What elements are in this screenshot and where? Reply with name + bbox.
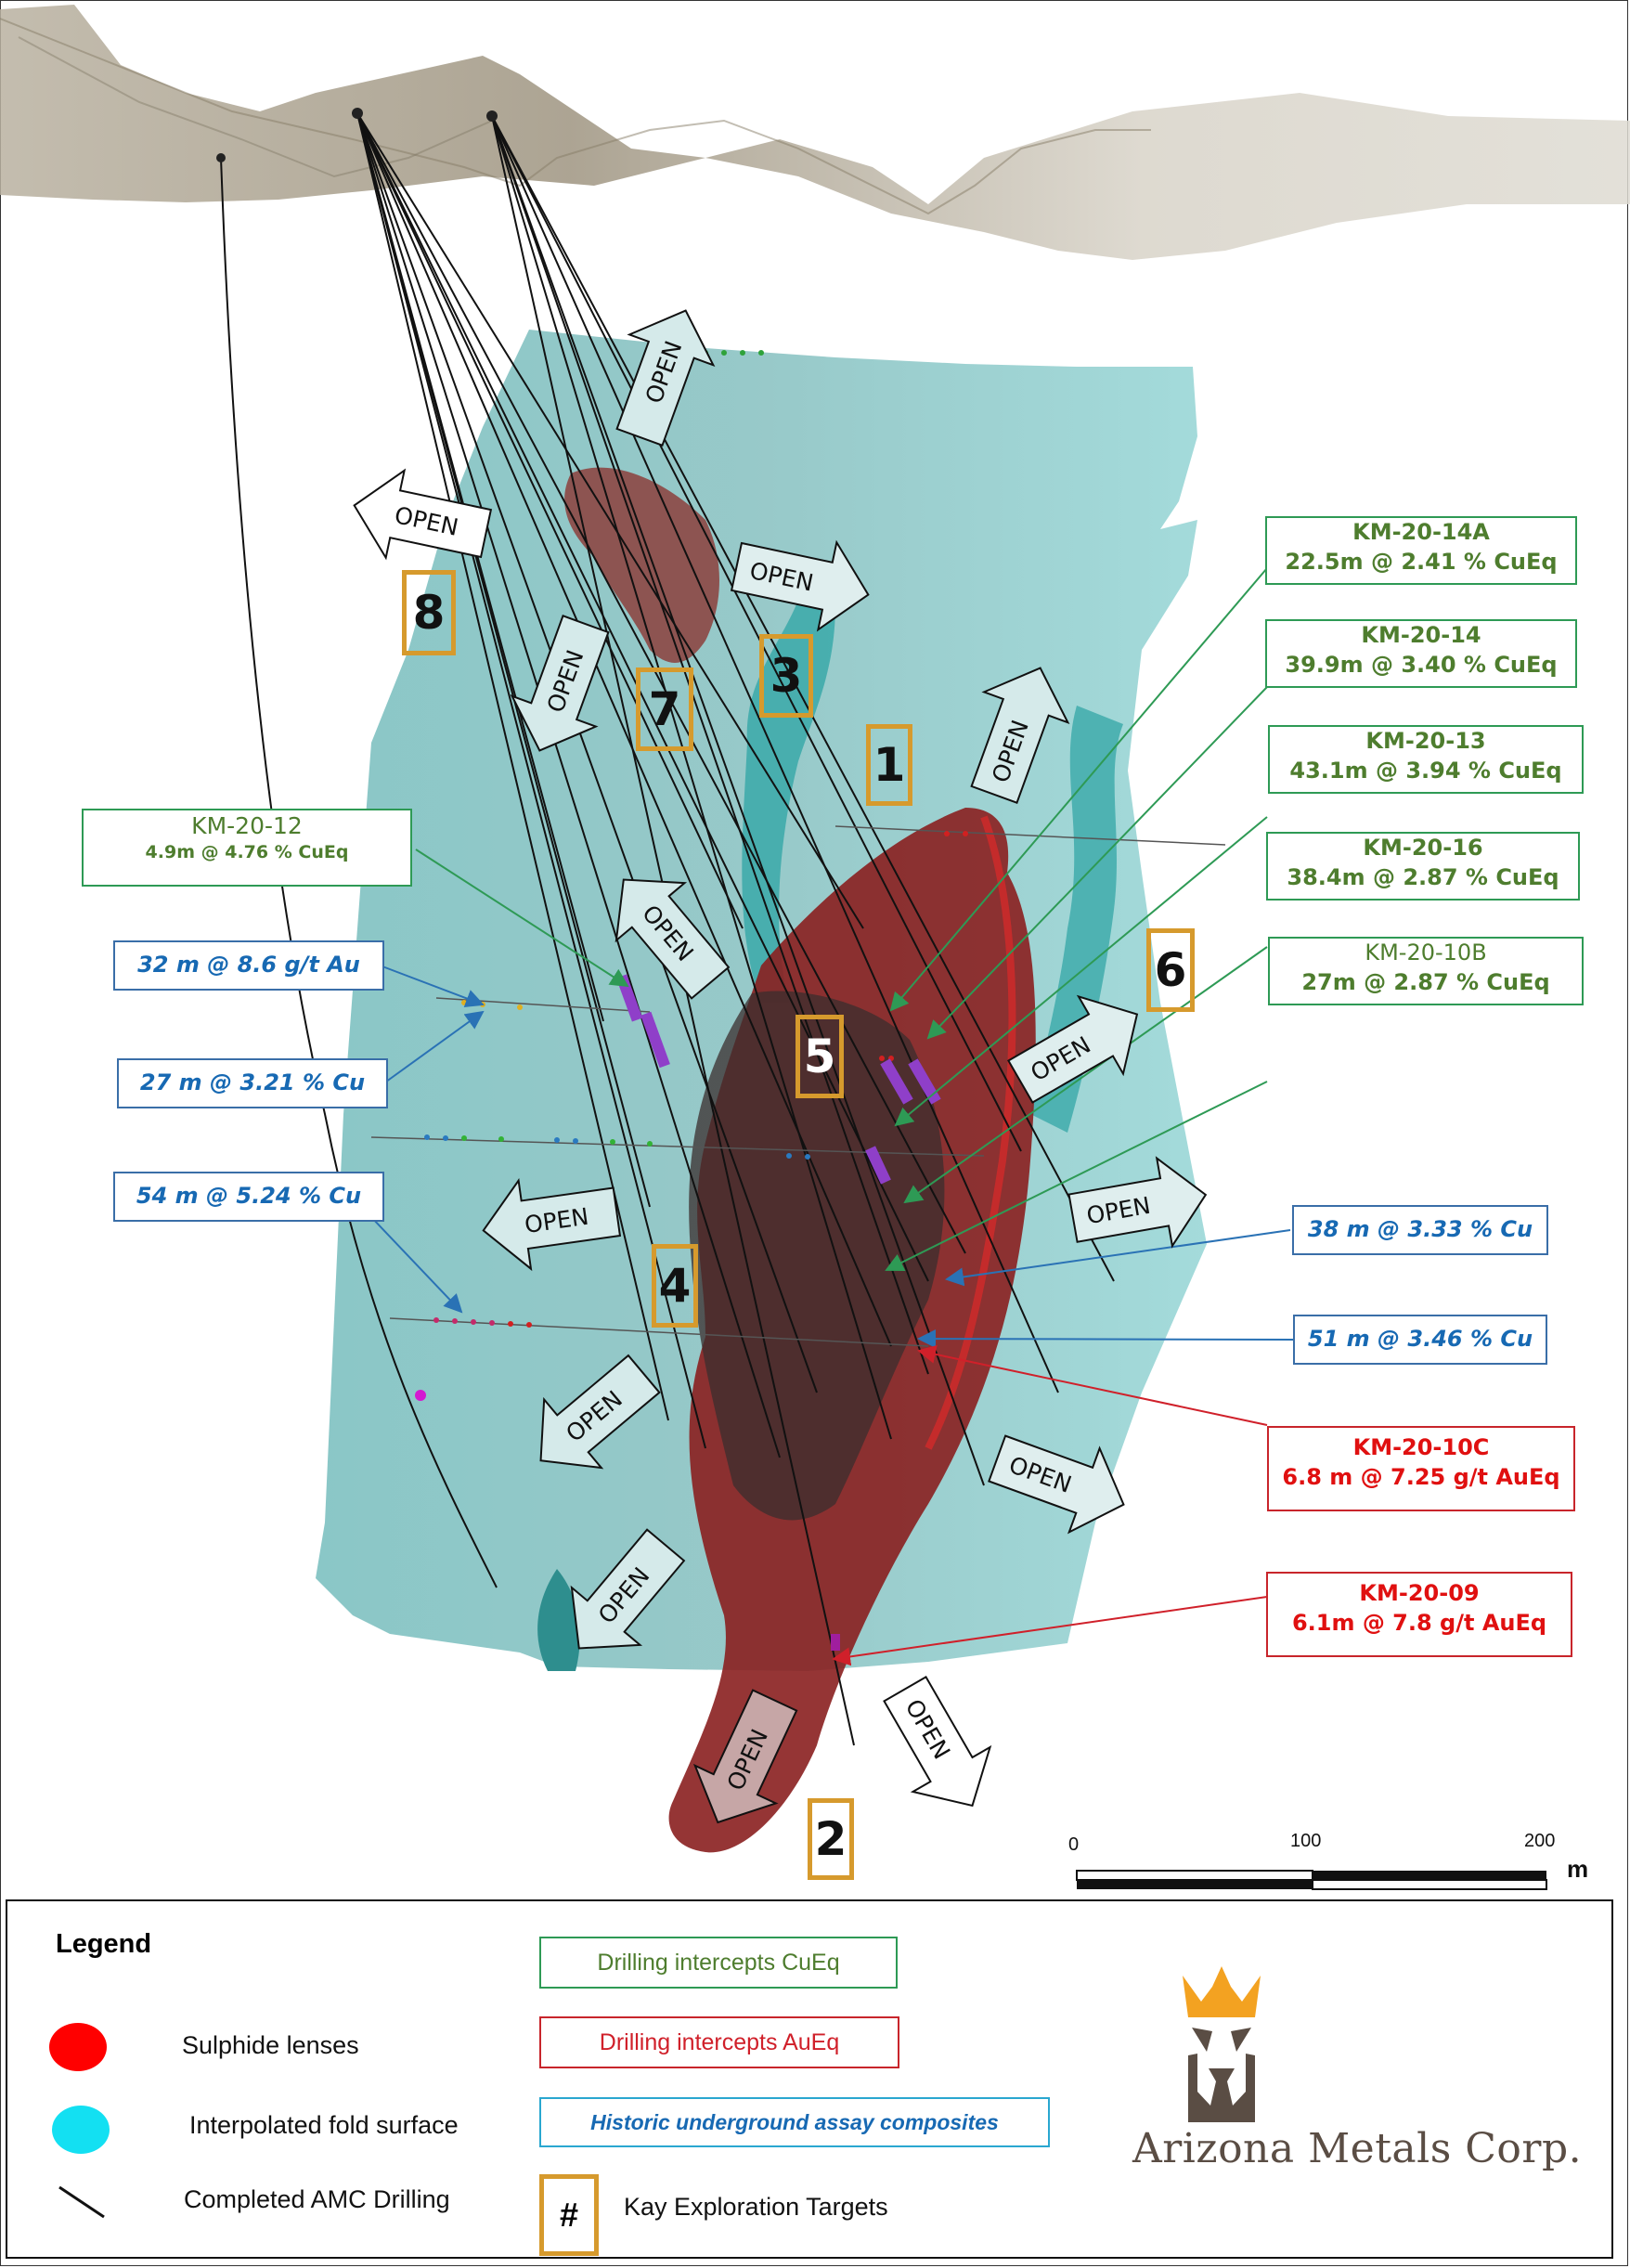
scale-tick-0: 0 bbox=[1068, 1834, 1080, 1855]
legend-fold-label: Interpolated fold surface bbox=[189, 2111, 459, 2139]
target-2: 2 bbox=[808, 1798, 854, 1880]
sulphide-lens-dark bbox=[689, 991, 945, 1521]
sulphide-lens-edge bbox=[925, 815, 1016, 1450]
legend-title: Legend bbox=[56, 1929, 152, 1959]
hole-id: KM-20-14 bbox=[1361, 622, 1481, 648]
intercept: 4.9m @ 4.76 % CuEq bbox=[145, 842, 349, 862]
open-arrow-right-3: OPEN bbox=[730, 539, 870, 632]
callout-km-20-12: KM-20-12 4.9m @ 4.76 % CuEq bbox=[82, 809, 412, 887]
intercept: 39.9m @ 3.40 % CuEq bbox=[1285, 651, 1558, 678]
legend: Legend Sulphide lenses Interpolated fold… bbox=[6, 1899, 1613, 2259]
intercept: 6.1m @ 7.8 g/t AuEq bbox=[1291, 1609, 1547, 1636]
open-arrow-right-2: OPEN bbox=[988, 1434, 1125, 1535]
target-8: 8 bbox=[402, 570, 456, 655]
legend-targets-label: Kay Exploration Targets bbox=[624, 2193, 888, 2221]
scale-bar bbox=[1076, 1870, 1547, 1890]
hole-id: KM-20-16 bbox=[1363, 835, 1483, 861]
callout-km-20-16: KM-20-16 38.4m @ 2.87 % CuEq bbox=[1266, 832, 1580, 901]
open-arrow-left-8: OPEN bbox=[353, 468, 493, 561]
open-arrow-downleft-lower: OPEN bbox=[570, 1528, 686, 1650]
callout-km-20-13: KM-20-13 43.1m @ 3.94 % CuEq bbox=[1268, 725, 1584, 794]
topography-surface bbox=[0, 5, 1630, 260]
target-4: 4 bbox=[652, 1244, 698, 1328]
legend-historic-box: Historic underground assay composites bbox=[539, 2097, 1050, 2147]
sulphide-swatch-icon bbox=[49, 2023, 107, 2071]
scale-tick-200: 200 bbox=[1524, 1831, 1556, 1851]
callout-km-20-14a: KM-20-14A 22.5m @ 2.41 % CuEq bbox=[1265, 516, 1577, 585]
target-7: 7 bbox=[636, 667, 693, 751]
intercept: 38.4m @ 2.87 % CuEq bbox=[1287, 863, 1559, 890]
callout-historic-27m: 27 m @ 3.21 % Cu bbox=[117, 1058, 388, 1108]
open-arrow-up-1: OPEN bbox=[970, 667, 1070, 804]
open-arrow-down-7: OPEN bbox=[510, 615, 610, 752]
legend-sulphide-label: Sulphide lenses bbox=[182, 2031, 359, 2059]
open-arrow-down-right: OPEN bbox=[883, 1676, 992, 1808]
section-view: OPEN OPEN OPEN OPEN OPEN OPEN OPEN OPEN bbox=[0, 5, 1630, 1890]
drill-collars bbox=[216, 108, 498, 162]
sulphide-lens-upper bbox=[564, 467, 719, 663]
callout-historic-51m: 51 m @ 3.46 % Cu bbox=[1293, 1315, 1547, 1365]
legend-target-symbol: # bbox=[539, 2174, 599, 2256]
hole-id: KM-20-09 bbox=[1359, 1580, 1480, 1606]
open-arrow-down-lens: OPEN bbox=[692, 1689, 798, 1824]
open-arrow-right-lower: OPEN bbox=[1067, 1156, 1208, 1249]
callout-historic-32m: 32 m @ 8.6 g/t Au bbox=[113, 940, 384, 991]
callout-km-20-10b: KM-20-10B 27m @ 2.87 % CuEq bbox=[1268, 937, 1584, 1005]
callout-km-20-09: KM-20-09 6.1m @ 7.8 g/t AuEq bbox=[1266, 1572, 1572, 1657]
hole-id: KM-20-10C bbox=[1352, 1434, 1490, 1460]
open-arrow-up: OPEN bbox=[615, 309, 716, 447]
intercept: 27m @ 2.87 % CuEq bbox=[1301, 968, 1550, 995]
scale-unit: m bbox=[1567, 1855, 1589, 1883]
company-name: Arizona Metals Corp. bbox=[1132, 2125, 1583, 2172]
target-1: 1 bbox=[866, 724, 912, 806]
open-arrows: OPEN OPEN OPEN OPEN OPEN OPEN OPEN OPEN bbox=[353, 309, 1208, 1824]
drill-trace-icon bbox=[58, 2185, 105, 2219]
target-5: 5 bbox=[796, 1015, 844, 1098]
legend-drilling-label: Completed AMC Drilling bbox=[184, 2185, 450, 2213]
target-3: 3 bbox=[759, 634, 813, 718]
hole-id: KM-20-13 bbox=[1365, 728, 1486, 754]
fold-surface-swatch-icon bbox=[52, 2106, 110, 2154]
callout-historic-38m: 38 m @ 3.33 % Cu bbox=[1292, 1205, 1548, 1255]
legend-aueq-box: Drilling intercepts AuEq bbox=[539, 2016, 899, 2068]
intercept: 22.5m @ 2.41 % CuEq bbox=[1285, 548, 1558, 575]
company-logo-icon bbox=[1183, 1966, 1261, 2122]
callout-historic-54m: 54 m @ 5.24 % Cu bbox=[113, 1172, 384, 1222]
hole-id: KM-20-12 bbox=[191, 812, 303, 839]
open-arrow-left-4: OPEN bbox=[482, 1177, 622, 1272]
fold-pod bbox=[537, 1569, 580, 1671]
hole-id: KM-20-10B bbox=[1365, 940, 1487, 966]
drill-holes bbox=[220, 112, 1115, 1746]
intercept: 43.1m @ 3.94 % CuEq bbox=[1289, 757, 1562, 784]
hole-id: KM-20-14A bbox=[1352, 519, 1490, 545]
leader-lines bbox=[352, 567, 1294, 1666]
scale-tick-100: 100 bbox=[1290, 1831, 1322, 1851]
callout-km-20-14: KM-20-14 39.9m @ 3.40 % CuEq bbox=[1265, 619, 1577, 688]
fold-tube-right bbox=[1030, 706, 1123, 1133]
legend-cueq-box: Drilling intercepts CuEq bbox=[539, 1937, 898, 1989]
intercept: 6.8 m @ 7.25 g/t AuEq bbox=[1282, 1463, 1560, 1490]
target-6: 6 bbox=[1146, 928, 1195, 1012]
callout-km-20-10c: KM-20-10C 6.8 m @ 7.25 g/t AuEq bbox=[1267, 1426, 1575, 1511]
